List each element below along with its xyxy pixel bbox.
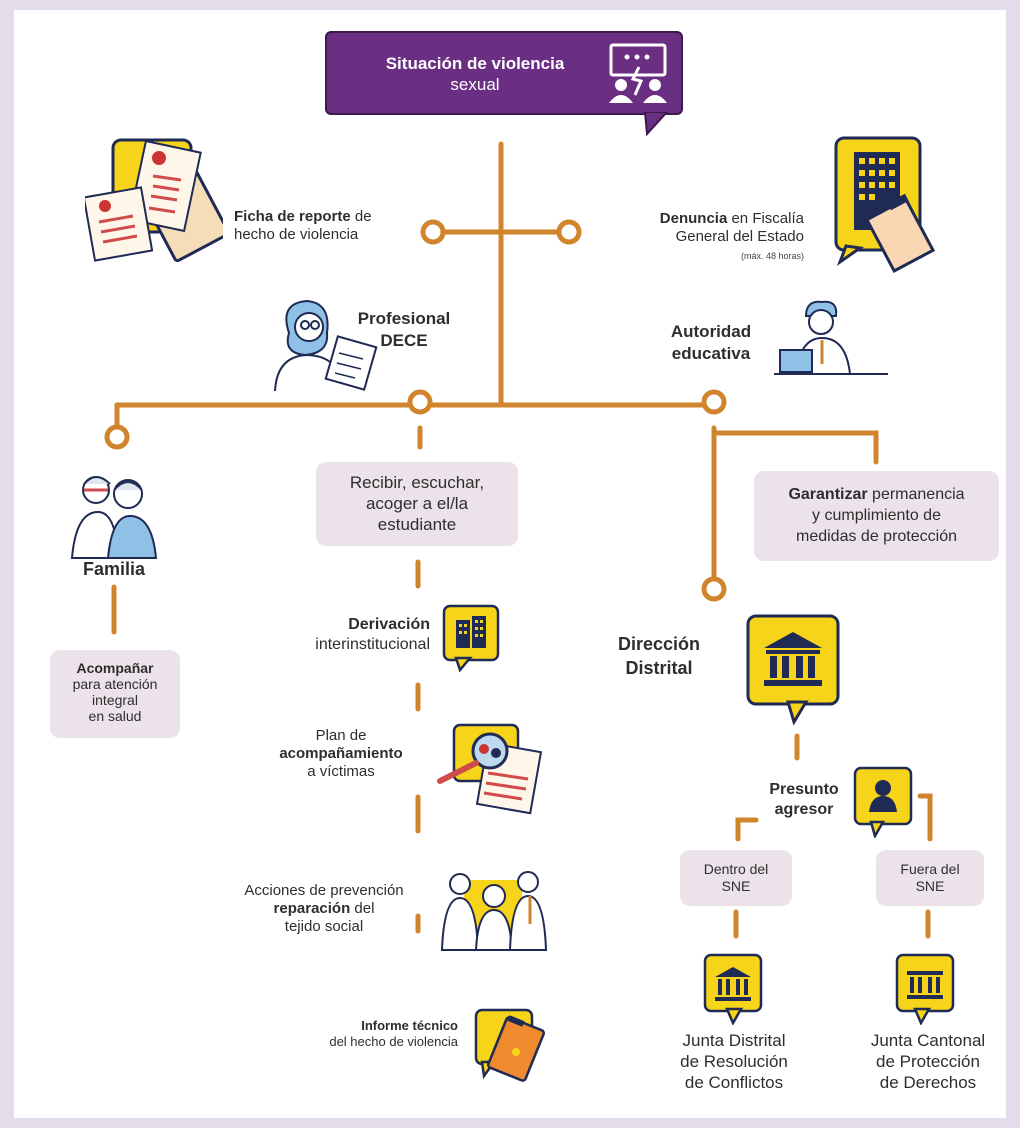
- autoridad-line2: educativa: [671, 344, 751, 363]
- ficha-bold: Ficha de reporte: [234, 208, 351, 225]
- recibir-line1: Recibir, escuchar,: [349, 473, 485, 492]
- profesional-label: Profesional DECE: [344, 308, 464, 352]
- acciones-line1: Acciones de prevención: [244, 882, 404, 899]
- title-speech-tail: [643, 112, 669, 136]
- denuncia-bold: Denuncia: [659, 210, 728, 227]
- junta-cantonal-line3: de Derechos: [879, 1073, 977, 1092]
- denuncia-label: Denuncia en Fiscalía General del Estado …: [590, 210, 804, 264]
- report-form-icon: [85, 138, 223, 263]
- presunto-label: Presunto agresor: [754, 780, 854, 820]
- violence-presentation-icon: [609, 43, 667, 103]
- prevention-group-icon: [440, 871, 548, 951]
- presunto-line2: agresor: [774, 801, 834, 818]
- plan-line1: Plan de: [315, 727, 367, 744]
- cantonal-board-icon: [895, 953, 955, 1025]
- title-normal: sexual: [450, 75, 500, 94]
- education-authority-icon: [774, 300, 888, 375]
- profesional-line1: Profesional: [357, 309, 451, 328]
- junta-distrital-line2: de Resolución: [680, 1052, 788, 1071]
- family-icon: [70, 476, 158, 559]
- fuera-line1: Fuera del: [900, 861, 960, 877]
- denuncia-note: (máx. 48 horas): [740, 251, 804, 261]
- connector-lines: [104, 141, 933, 939]
- familia-action-line3: integral: [92, 692, 138, 708]
- aggressor-person-icon: [853, 766, 913, 838]
- derivation-building-icon: [442, 604, 500, 673]
- dece-professional-icon: [274, 299, 378, 392]
- informe-line2: del hecho de violencia: [329, 1034, 458, 1049]
- denuncia-rest: en Fiscalía: [727, 210, 804, 227]
- junta-distrital-line3: de Conflictos: [684, 1073, 784, 1092]
- garantizar-line2: y cumplimiento de: [812, 507, 941, 524]
- plan-line2: acompañamiento: [279, 745, 403, 762]
- acciones-line3: tejido social: [284, 918, 364, 935]
- technical-report-icon: [474, 1008, 546, 1082]
- recibir-line2: acoger a el/la: [365, 494, 469, 513]
- garantizar-box: Garantizar permanencia y cumplimiento de…: [754, 471, 999, 561]
- dentro-line1: Dentro del: [703, 861, 769, 877]
- profesional-line2: DECE: [380, 331, 428, 350]
- familia-label: Familia: [82, 559, 146, 579]
- district-direction-icon: [746, 614, 840, 726]
- informe-label: Informe técnico del hecho de violencia: [262, 1018, 458, 1050]
- acciones-label: Acciones de prevención reparación del te…: [222, 882, 426, 936]
- familia-action-bold: Acompañar: [76, 660, 154, 676]
- ficha-label: Ficha de reporte de hecho de violencia: [234, 208, 434, 244]
- ficha-line2: hecho de violencia: [234, 226, 359, 243]
- title-bold: Situación de violencia: [385, 54, 565, 73]
- ficha-rest: de: [350, 208, 372, 225]
- garantizar-rest: permanencia: [867, 486, 965, 503]
- junta-cantonal-line1: Junta Cantonal: [870, 1031, 986, 1050]
- fuera-line2: SNE: [915, 878, 945, 894]
- district-board-icon: [703, 953, 763, 1025]
- junta-cantonal-label: Junta Cantonal de Protección de Derechos: [848, 1030, 1006, 1093]
- junta-cantonal-line2: de Protección: [876, 1052, 980, 1071]
- junta-distrital-label: Junta Distrital de Resolución de Conflic…: [654, 1030, 814, 1093]
- garantizar-bold: Garantizar: [788, 486, 868, 503]
- acciones-line2-bold: reparación: [273, 900, 351, 917]
- derivacion-line2: interinstitucional: [315, 636, 430, 653]
- presunto-line1: Presunto: [769, 781, 839, 798]
- dentro-line2: SNE: [721, 878, 751, 894]
- victim-plan-icon: [437, 723, 542, 815]
- derivacion-bold: Derivación: [348, 616, 430, 633]
- recibir-line3: estudiante: [377, 515, 457, 534]
- fuera-sne-box: Fuera del SNE: [876, 850, 984, 906]
- familia-action-line2: para atención: [72, 676, 158, 692]
- denuncia-line2: General del Estado: [675, 228, 804, 245]
- plan-label: Plan de acompañamiento a víctimas: [276, 727, 406, 781]
- garantizar-line3: medidas de protección: [796, 528, 957, 545]
- acciones-line2-rest: del: [350, 900, 375, 917]
- junta-distrital-line1: Junta Distrital: [682, 1031, 786, 1050]
- title-box: Situación de violencia sexual: [325, 31, 683, 115]
- familia-action-line4: en salud: [88, 708, 142, 724]
- direccion-line1: Dirección: [617, 634, 701, 654]
- familia-action-box: Acompañar para atención integral en salu…: [50, 650, 180, 738]
- dentro-sne-box: Dentro del SNE: [680, 850, 792, 906]
- informe-line1: Informe técnico: [361, 1018, 458, 1033]
- prosecutor-building-icon: [834, 136, 936, 273]
- derivacion-label: Derivación interinstitucional: [264, 615, 430, 655]
- recibir-box: Recibir, escuchar, acoger a el/la estudi…: [316, 462, 518, 546]
- direccion-line2: Distrital: [625, 658, 693, 678]
- autoridad-label: Autoridad educativa: [656, 321, 766, 365]
- autoridad-line1: Autoridad: [670, 322, 752, 341]
- flow-diagram: Situación de violencia sexual Ficha de r…: [14, 10, 1006, 1118]
- direccion-label: Dirección Distrital: [604, 632, 714, 680]
- plan-line3: a víctimas: [307, 763, 375, 780]
